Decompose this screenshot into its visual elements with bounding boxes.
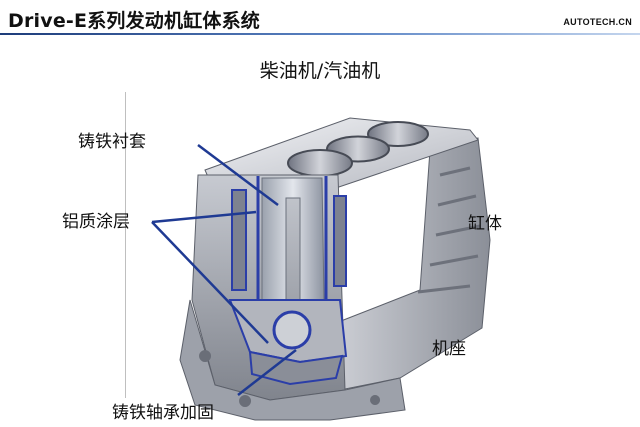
callout-line-bearing	[237, 349, 297, 396]
engine-type-subtitle: 柴油机/汽油机	[259, 60, 381, 82]
callout-line-aluminum-coating-2	[151, 221, 269, 344]
header-divider	[0, 33, 640, 35]
callout-line-iron-liner	[197, 144, 279, 206]
label-aluminum-coating: 铝质涂层	[62, 212, 130, 232]
slide-header: Drive-E系列发动机缸体系统 AUTOTECH.CN	[0, 0, 640, 36]
label-iron-liner: 铸铁衬套	[78, 132, 146, 152]
crankshaft-bearing-bore	[272, 310, 312, 350]
water-jacket-left	[231, 189, 247, 291]
slide-title: Drive-E系列发动机缸体系统	[8, 10, 260, 32]
label-column-divider	[125, 92, 126, 398]
cylinder-bore-2	[287, 149, 353, 177]
cylinder-bore-4	[367, 121, 429, 147]
brand-logo-text: AUTOTECH.CN	[563, 17, 632, 27]
block-base	[179, 299, 406, 421]
label-iron-bearing-reinforcement: 铸铁轴承加固	[112, 403, 214, 423]
bearing-cap	[248, 350, 344, 386]
callout-lines	[151, 144, 297, 396]
water-jacket-right	[333, 195, 347, 287]
block-side-ribs	[417, 166, 481, 294]
label-engine-base: 机座	[432, 339, 466, 359]
label-cylinder-block: 缸体	[468, 214, 502, 234]
callout-line-aluminum-coating-1	[151, 210, 257, 224]
